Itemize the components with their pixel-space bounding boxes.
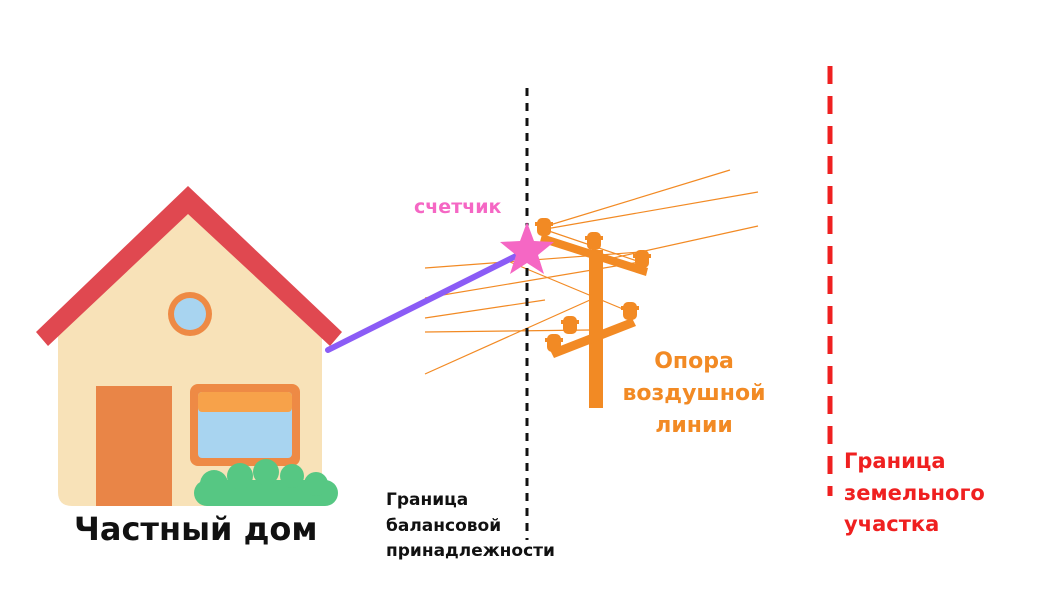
wire <box>539 169 731 229</box>
wire <box>424 329 591 333</box>
plot-boundary-label: Граница земельного участка <box>844 449 985 536</box>
wire <box>424 299 591 375</box>
overhead-wires <box>424 169 759 375</box>
balance-boundary-label: Граница балансовой принадлежности <box>386 490 555 561</box>
house-door <box>96 386 172 506</box>
service-line <box>325 251 523 353</box>
house-label: Частный дом <box>74 510 318 548</box>
meter-star-icon <box>500 222 554 274</box>
insulators <box>535 218 651 352</box>
pole-post <box>589 250 603 408</box>
house-round-window-glass <box>174 298 206 330</box>
utility-pole <box>535 218 651 408</box>
bush <box>194 459 338 506</box>
wire <box>539 191 759 231</box>
wire <box>424 261 641 299</box>
wire <box>509 261 631 313</box>
pole-crossarm <box>540 234 648 276</box>
wire <box>424 299 546 319</box>
pole-label: Опора воздушной линии <box>622 349 766 438</box>
house <box>36 186 342 506</box>
pole-lower-arm <box>550 318 636 358</box>
meter-label: счетчик <box>414 196 502 218</box>
wire <box>594 225 759 263</box>
house-window-blind <box>198 392 292 412</box>
